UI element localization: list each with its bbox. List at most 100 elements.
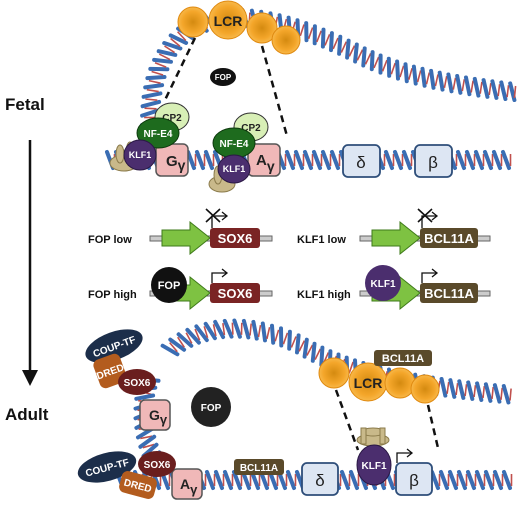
dna-segment — [474, 150, 484, 170]
dna-base-pair — [314, 348, 322, 360]
adult-lcr: LCR — [318, 357, 440, 404]
dna-segment — [429, 68, 436, 90]
dna-segment — [156, 49, 178, 57]
fetal-fop-dot — [210, 68, 236, 86]
dna-base-pair — [408, 67, 413, 80]
dna-segment — [329, 31, 334, 53]
dna-segment — [214, 470, 224, 490]
sox6-box-high — [210, 283, 260, 303]
dna-segment — [223, 470, 233, 490]
dna-segment — [140, 99, 162, 109]
dna-base-pair — [506, 85, 510, 98]
dna-base-pair — [443, 75, 448, 89]
dna-base-pair — [177, 31, 187, 42]
dna-segment — [501, 384, 511, 405]
dna-segment — [141, 91, 163, 99]
dna-base-pair — [482, 386, 486, 399]
dna-segment — [204, 150, 214, 170]
dna-base-pair — [185, 332, 193, 344]
time-arrow-head — [22, 370, 38, 386]
dna-base-pair — [381, 59, 388, 72]
fetal-lcr: LCR — [177, 0, 301, 55]
dna-base-pair — [249, 323, 252, 336]
dna-segment — [162, 41, 183, 51]
dna-base-pair — [298, 340, 306, 352]
dna-segment — [340, 470, 350, 490]
dna-base-pair — [324, 33, 331, 46]
dna-segment — [320, 27, 326, 49]
dna-segment — [222, 318, 234, 339]
bcl11a-box-low-label: BCL11A — [424, 231, 474, 246]
fetal-nfe4-left — [136, 117, 180, 149]
dna-segment — [455, 74, 463, 95]
fetal-beta-box — [414, 144, 453, 178]
fetal-lcr-label: LCR — [214, 13, 243, 29]
dna-segment — [160, 343, 180, 357]
dna-base-pair — [332, 37, 339, 50]
adult-polymerase — [356, 427, 390, 447]
adult-lcr-label: LCR — [354, 375, 383, 391]
adult-beta-label: β — [409, 471, 419, 490]
fetal-dashed-right — [260, 45, 289, 137]
dna-base-pair — [316, 30, 322, 43]
fetal-klf1-left — [123, 139, 157, 171]
adult-sox6-top — [118, 369, 156, 395]
adult-tss-arrow — [396, 448, 414, 463]
dna-segment — [134, 393, 156, 401]
dna-base-pair — [194, 328, 201, 341]
dna-segment — [361, 46, 367, 68]
adult-sox6-bottom-label: SOX6 — [144, 460, 171, 471]
dna-segment — [446, 72, 454, 94]
fetal-a-gamma-label: Aγ — [256, 152, 275, 174]
dna-segment — [140, 108, 161, 118]
fetal-g-gamma-label: Gγ — [166, 153, 186, 173]
fetal-nfe4-right-label: NF-E4 — [220, 139, 249, 150]
klf1-low-label: KLF1 low — [297, 234, 346, 246]
dna-segment — [465, 150, 475, 170]
fetal-klf1-right — [217, 154, 251, 184]
adult-sox6-bottom — [138, 451, 176, 477]
dna-base-pair — [479, 81, 483, 94]
dna-base-pair — [455, 382, 459, 396]
dna-base-pair — [348, 361, 354, 374]
dna-segment — [138, 434, 157, 449]
adult-g-gamma-box — [139, 399, 171, 431]
dna-base-pair — [154, 61, 167, 68]
adult-a-gamma-box — [171, 468, 203, 500]
fetal-cp2-right-label: CP2 — [241, 123, 261, 134]
dna-base-pair — [222, 322, 226, 336]
dna-segment — [337, 34, 343, 56]
dna-segment — [294, 150, 304, 170]
dna-segment — [232, 318, 242, 339]
dna-segment — [143, 83, 165, 90]
dna-segment — [312, 150, 322, 170]
dna-segment — [448, 470, 458, 490]
dna-base-pair — [509, 388, 512, 401]
dna-base-pair — [299, 24, 305, 37]
adult-fop-label: FOP — [201, 403, 222, 414]
adult-sox6-top-label: SOX6 — [124, 378, 151, 389]
dna-segment — [484, 470, 494, 490]
adult-bcl11a-bottom — [234, 459, 284, 475]
dna-segment — [205, 470, 215, 490]
adult-dred-bottom — [119, 471, 157, 499]
dna-segment — [420, 66, 427, 88]
dna-segment — [502, 470, 512, 490]
dna-segment — [260, 321, 267, 343]
dna-base-pair — [390, 62, 396, 75]
dna-segment — [295, 333, 301, 355]
dna-segment — [321, 150, 331, 170]
adult-bcl11a-bottom-label: BCL11A — [240, 463, 278, 474]
bcl11a-box-low — [420, 228, 478, 248]
dna-segment — [430, 470, 440, 490]
adult-dashed-left — [334, 389, 360, 451]
dna-segment — [395, 59, 400, 81]
adult-bcl11a-top-label: BCL11A — [382, 353, 424, 365]
dna-segment — [411, 64, 418, 86]
dna-segment — [330, 150, 340, 170]
bcl11a-box-high-label: BCL11A — [424, 286, 474, 301]
fetal-stage-label: Fetal — [5, 95, 45, 114]
dna-segment — [475, 381, 484, 402]
dna-base-pair — [356, 49, 364, 61]
